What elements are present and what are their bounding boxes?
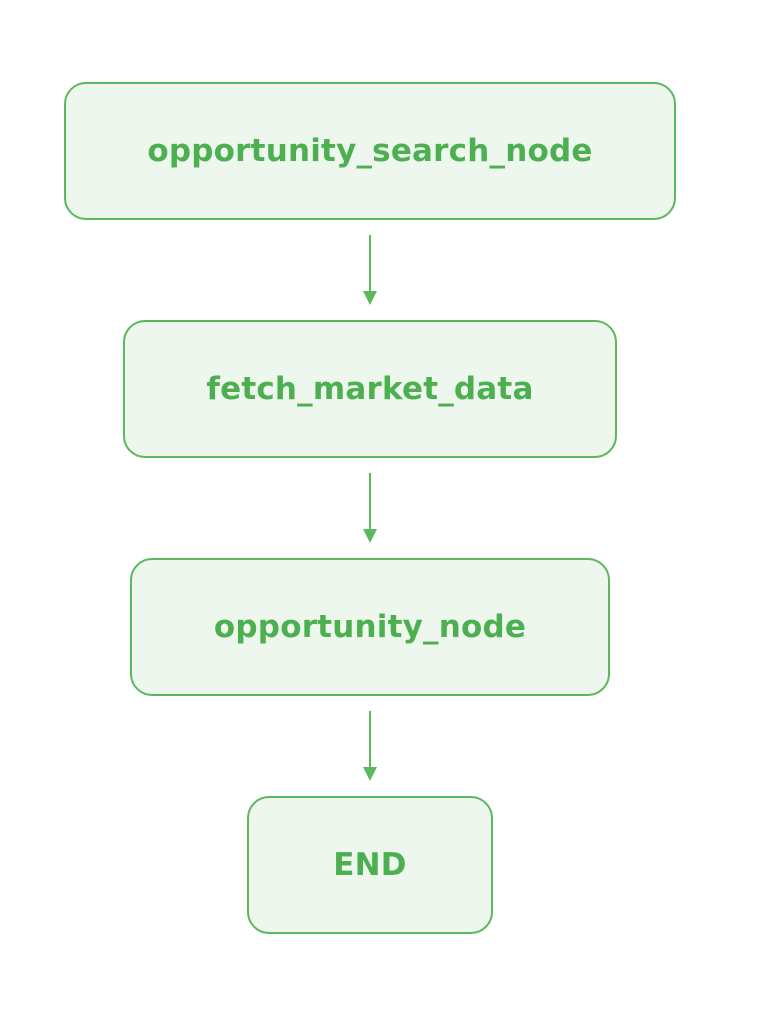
node-opportunity-node: opportunity_node	[130, 558, 610, 696]
edge-opportunity-to-end	[363, 711, 377, 781]
node-opportunity-search-node: opportunity_search_node	[64, 82, 676, 220]
node-fetch-market-data: fetch_market_data	[123, 320, 617, 458]
node-end: END	[247, 796, 493, 934]
edge-fetch-to-opportunity	[363, 473, 377, 543]
node-label: opportunity_search_node	[147, 133, 593, 169]
edge-search-to-fetch	[363, 235, 377, 305]
node-label: fetch_market_data	[206, 371, 534, 407]
node-label: END	[333, 847, 407, 883]
node-label: opportunity_node	[213, 609, 527, 645]
